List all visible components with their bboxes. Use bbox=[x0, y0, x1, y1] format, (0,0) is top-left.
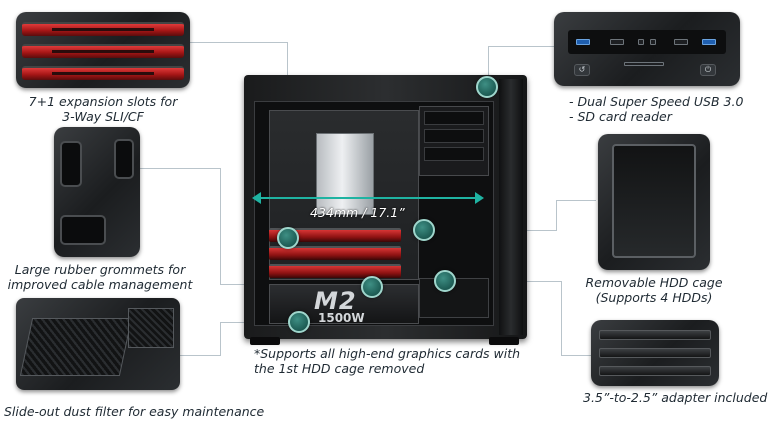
card-bar bbox=[22, 44, 184, 58]
arrow-right-icon bbox=[475, 192, 484, 204]
power-icon: ⏻ bbox=[700, 64, 716, 76]
connector-grommets-v bbox=[220, 168, 221, 284]
callout-dot-grommets bbox=[361, 276, 383, 298]
arrow-left-icon bbox=[252, 192, 261, 204]
dust-filter-mesh bbox=[19, 318, 133, 376]
audio-port bbox=[650, 39, 656, 45]
drive-bay bbox=[424, 129, 484, 143]
audio-port bbox=[638, 39, 644, 45]
drive-tray bbox=[599, 366, 711, 376]
usb3-port bbox=[576, 39, 590, 45]
caption-line: Removable HDD cage bbox=[585, 275, 723, 290]
connector-hddcage-v bbox=[556, 200, 557, 231]
usb3-port bbox=[702, 39, 716, 45]
caption-hdd-cage: Removable HDD cage (Supports 4 HDDs) bbox=[584, 275, 724, 305]
caption-line: *Supports all high-end graphics cards wi… bbox=[254, 346, 521, 361]
drive-tray bbox=[599, 330, 711, 340]
dust-filter-thumbnail bbox=[16, 298, 180, 390]
graphics-card bbox=[269, 246, 401, 260]
connector-hddcage-h2 bbox=[556, 200, 596, 201]
length-measure-line bbox=[258, 197, 476, 199]
case-foot bbox=[250, 337, 280, 345]
callout-dot-usb bbox=[476, 76, 498, 98]
panel-face bbox=[568, 30, 726, 54]
usb-port bbox=[610, 39, 624, 45]
reset-icon: ↺ bbox=[574, 64, 590, 76]
caption-expansion-slots: 7+1 expansion slots for 3-Way SLI/CF bbox=[16, 94, 190, 124]
drive-bays bbox=[419, 106, 489, 176]
connector-usb-h bbox=[488, 46, 554, 47]
drive-bay bbox=[424, 147, 484, 161]
caption-line: - Dual Super Speed USB 3.0 bbox=[569, 94, 744, 109]
caption-usb: - Dual Super Speed USB 3.0 - SD card rea… bbox=[569, 94, 743, 124]
callout-dot-adapter bbox=[434, 270, 456, 292]
caption-adapter: 3.5”-to-2.5” adapter included bbox=[583, 390, 768, 405]
caption-line: - SD card reader bbox=[569, 109, 672, 124]
caption-line: (Supports 4 HDDs) bbox=[595, 290, 713, 305]
connector-usb-v bbox=[488, 46, 489, 86]
callout-dot-filter bbox=[288, 311, 310, 333]
grommet bbox=[60, 141, 82, 187]
caption-graphics-cards: *Supports all high-end graphics cards wi… bbox=[254, 346, 520, 376]
caption-grommets: Large rubber grommets for improved cable… bbox=[6, 262, 194, 292]
grommet bbox=[60, 215, 106, 245]
case-front-panel bbox=[499, 79, 523, 335]
caption-dust-filter: Slide-out dust filter for easy maintenan… bbox=[4, 404, 265, 419]
connector-adapter-h2 bbox=[561, 355, 591, 356]
connector-filter-h bbox=[180, 355, 220, 356]
caption-line: Large rubber grommets for bbox=[14, 262, 186, 277]
graphics-card bbox=[269, 264, 401, 278]
psu-model-label: M2 bbox=[314, 287, 357, 315]
case-foot bbox=[489, 337, 519, 345]
usb-port bbox=[674, 39, 688, 45]
connector-grommets-h bbox=[140, 168, 220, 169]
drive-bay bbox=[424, 111, 484, 125]
hdd-cage-thumbnail bbox=[598, 134, 710, 270]
connector-expansion-h bbox=[190, 42, 287, 43]
graphics-card bbox=[269, 228, 401, 242]
cable-grommets-thumbnail bbox=[54, 127, 140, 257]
length-measure-label: 434mm / 17.1” bbox=[310, 205, 405, 220]
caption-line: 3-Way SLI/CF bbox=[62, 109, 144, 124]
callout-dot-expansion bbox=[277, 227, 299, 249]
card-bar bbox=[22, 22, 184, 36]
grommet bbox=[114, 139, 134, 179]
connector-adapter-v bbox=[561, 281, 562, 355]
sd-card-slot bbox=[624, 62, 664, 66]
drive-tray bbox=[599, 348, 711, 358]
callout-dot-hddcage bbox=[413, 219, 435, 241]
adapter-thumbnail bbox=[591, 320, 719, 386]
caption-line: 7+1 expansion slots for bbox=[28, 94, 178, 109]
cpu-cooler bbox=[316, 133, 374, 215]
connector-filter-v bbox=[220, 322, 221, 356]
pc-case: M2 1500W bbox=[244, 75, 527, 345]
dust-filter-mesh bbox=[128, 308, 174, 348]
hdd-cage-frame bbox=[612, 144, 696, 258]
card-bar bbox=[22, 66, 184, 80]
caption-line: improved cable management bbox=[7, 277, 193, 292]
front-panel-thumbnail: ↺ ⏻ bbox=[554, 12, 740, 86]
psu-wattage-label: 1500W bbox=[318, 311, 365, 325]
expansion-slots-thumbnail bbox=[16, 12, 190, 88]
caption-line: the 1st HDD cage removed bbox=[254, 361, 425, 376]
